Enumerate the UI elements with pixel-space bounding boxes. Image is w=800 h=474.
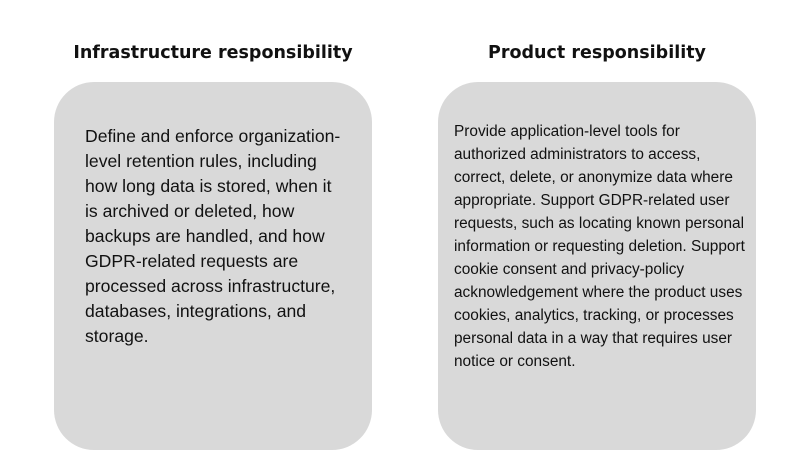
product-column: Product responsibility Provide applicati… — [438, 0, 756, 474]
infrastructure-description: Define and enforce organization-level re… — [85, 126, 341, 346]
product-card: Provide application-level tools for auth… — [438, 82, 756, 450]
infrastructure-column: Infrastructure responsibility Define and… — [54, 0, 372, 474]
product-description: Provide application-level tools for auth… — [454, 123, 745, 370]
product-title: Product responsibility — [488, 43, 706, 63]
infrastructure-title: Infrastructure responsibility — [73, 43, 353, 63]
infrastructure-card: Define and enforce organization-level re… — [54, 82, 372, 450]
